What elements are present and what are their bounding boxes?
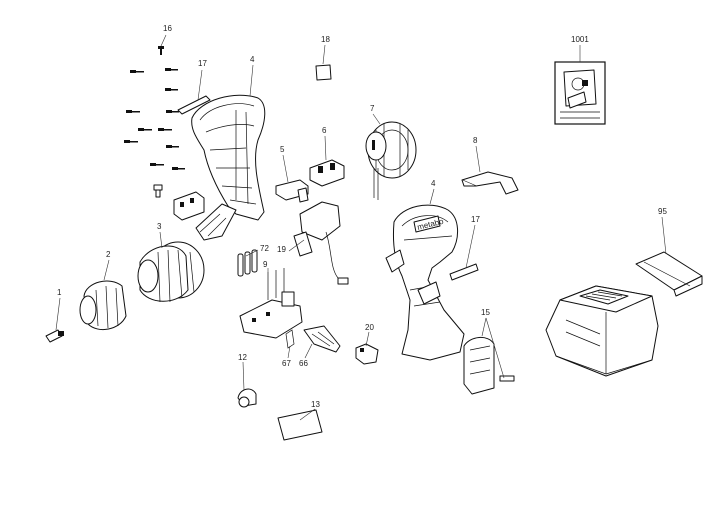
callout-20: 20 xyxy=(365,323,374,332)
small-bracket xyxy=(355,343,379,365)
screw-set xyxy=(124,46,185,198)
callout-13: 13 xyxy=(311,400,320,409)
drill-chuck xyxy=(79,280,127,331)
housing-half-right: metabo xyxy=(385,204,465,361)
callout-18: 18 xyxy=(321,35,330,44)
callout-95: 95 xyxy=(658,207,667,216)
chuck-screw xyxy=(45,329,64,343)
callout-5: 5 xyxy=(280,145,285,154)
battery-interface-plate xyxy=(463,337,515,395)
callout-8: 8 xyxy=(473,136,478,145)
callout-7: 7 xyxy=(370,104,375,113)
electronics-module xyxy=(239,268,303,339)
label-strip-left xyxy=(177,95,211,115)
battery-pack xyxy=(545,285,659,377)
gearbox xyxy=(137,241,205,303)
callout-2: 2 xyxy=(106,250,111,259)
trigger-switch xyxy=(293,201,349,285)
contact-pins xyxy=(237,249,258,277)
callout-9: 9 xyxy=(263,260,268,269)
callout-16: 16 xyxy=(163,24,172,33)
dust-cover-plate xyxy=(635,251,703,297)
switch-block xyxy=(173,191,205,221)
callout-6: 6 xyxy=(322,126,327,135)
callout-1001: 1001 xyxy=(571,35,589,44)
callout-66: 66 xyxy=(299,359,308,368)
belt-clip xyxy=(461,171,519,195)
spring-clip xyxy=(237,388,257,408)
pictogram-sticker xyxy=(554,61,606,125)
callout-4a: 4 xyxy=(250,55,255,64)
callout-17b: 17 xyxy=(471,215,480,224)
callout-17a: 17 xyxy=(198,59,207,68)
nameplate xyxy=(315,64,332,81)
housing-half-left xyxy=(191,94,266,241)
leader-lines xyxy=(55,34,667,421)
instruction-sheet xyxy=(277,409,323,441)
direction-switch xyxy=(275,179,309,203)
callout-1: 1 xyxy=(57,288,62,297)
callout-67: 67 xyxy=(282,359,291,368)
callout-3: 3 xyxy=(157,222,162,231)
callout-12: 12 xyxy=(238,353,247,362)
callout-4b: 4 xyxy=(431,179,436,188)
spring-set xyxy=(285,325,341,353)
callout-15: 15 xyxy=(481,308,490,317)
motor xyxy=(365,121,417,200)
label-strip-right xyxy=(449,263,479,281)
slide-switch xyxy=(309,159,345,187)
callout-19: 19 xyxy=(277,245,286,254)
callout-labels: 16 17 4 18 7 6 5 8 4 17 3 2 1 72 19 9 15… xyxy=(57,24,667,409)
callout-72: 72 xyxy=(260,244,269,253)
